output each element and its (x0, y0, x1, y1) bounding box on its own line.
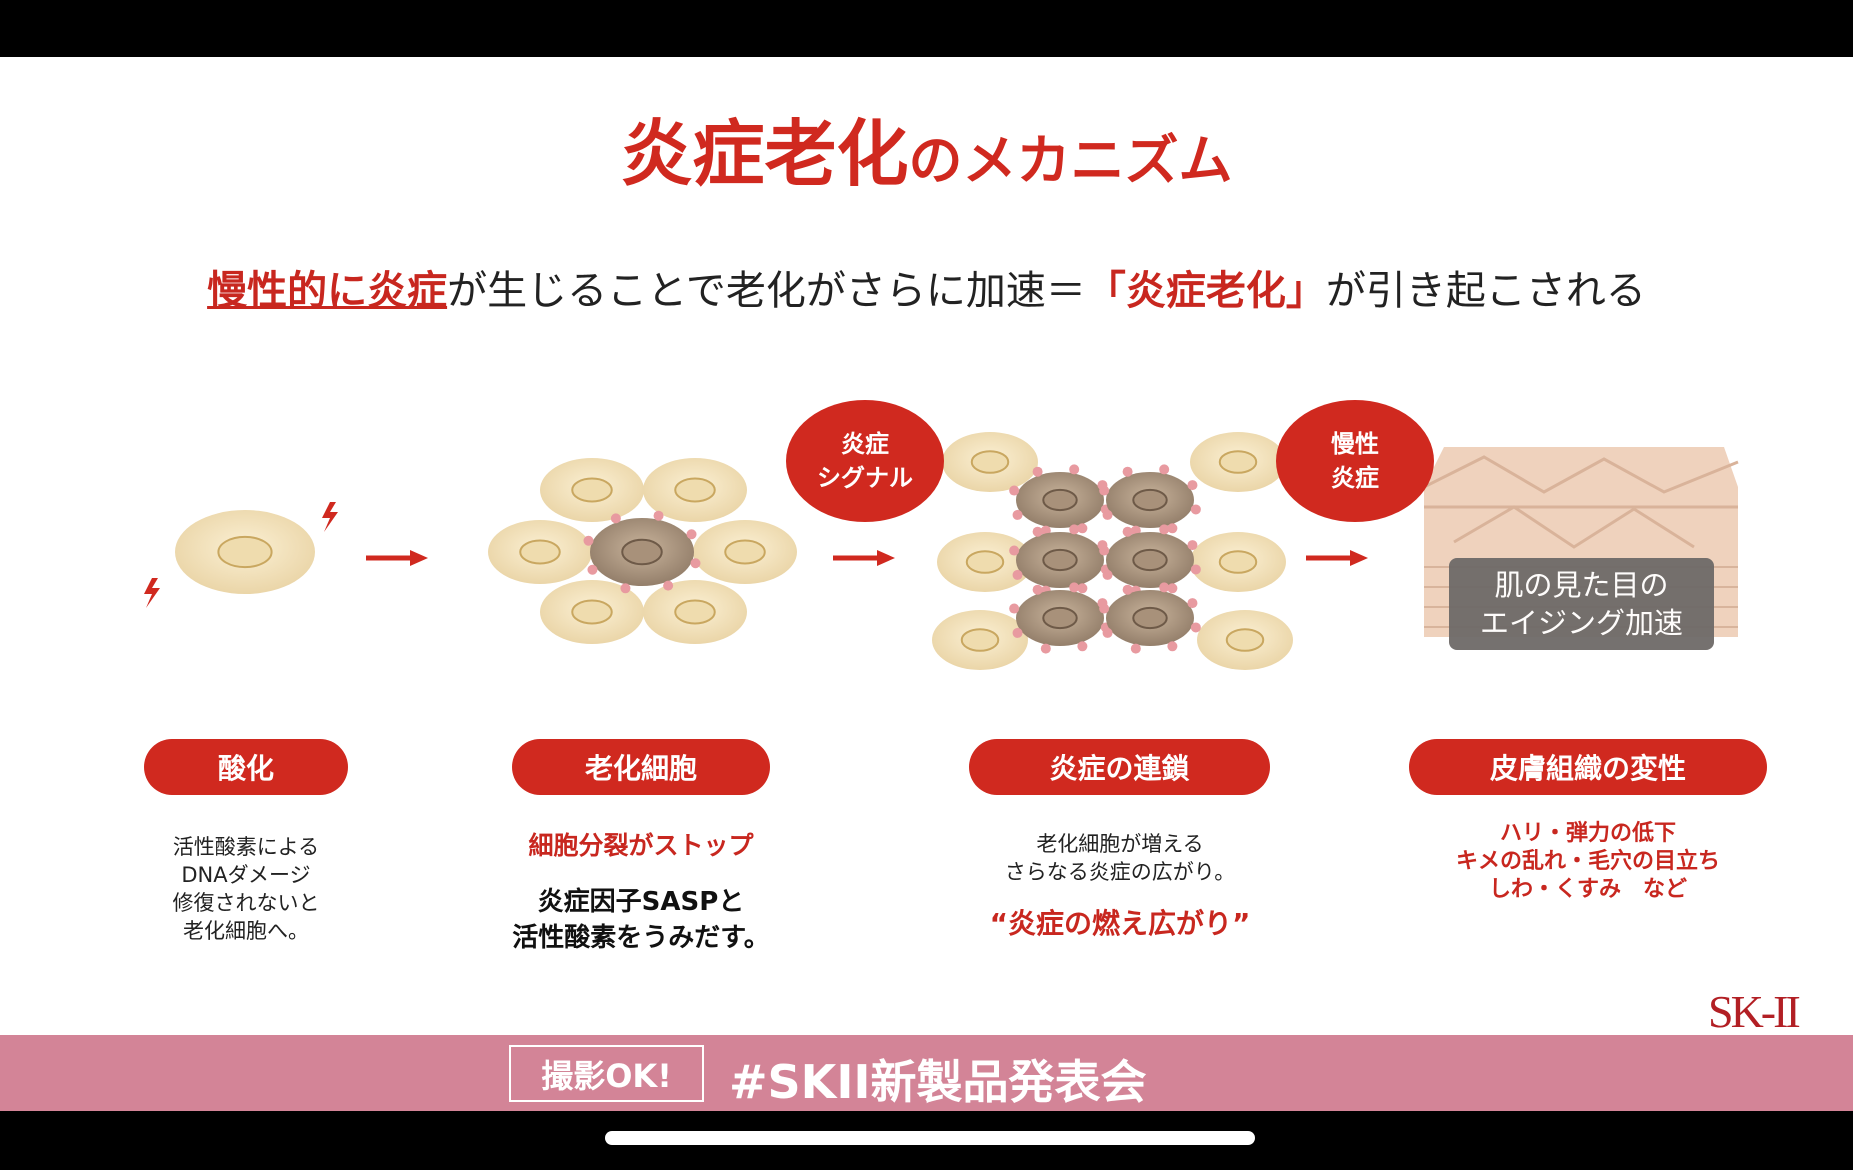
photo-ok-badge: 撮影OK! (509, 1045, 704, 1102)
sasp-particle (1012, 509, 1023, 520)
cell-nucleus (970, 450, 1010, 474)
sasp-particle (1077, 523, 1088, 534)
sasp-particle (1077, 583, 1088, 594)
sasp-particle (1187, 598, 1198, 609)
bottom-banner (0, 1035, 1853, 1111)
subtitle-text: が生じることで老化がさらに加速＝ (447, 268, 1086, 314)
sasp-particle (1040, 643, 1051, 654)
cell-illustrations (144, 432, 1293, 670)
inflammation-signal-bubble: 炎症 シグナル (786, 400, 944, 522)
cell-nucleus (965, 550, 1005, 574)
sasp-particle (1032, 584, 1043, 595)
sasp-particle (1099, 485, 1110, 496)
cell-nucleus (519, 539, 561, 565)
sasp-particle (1012, 569, 1023, 580)
sasp-particle (653, 510, 664, 521)
sasp-particle (587, 564, 598, 575)
cell-nucleus (1042, 548, 1078, 572)
stage-pill-oxidation: 酸化 (144, 739, 348, 795)
sasp-particle (1122, 584, 1133, 595)
sasp-particle (1032, 526, 1043, 537)
sasp-particle (1069, 582, 1080, 593)
stage-desc-oxidation: 活性酸素による DNAダメージ 修復されないと 老化細胞へ。 (172, 835, 320, 943)
title-suffix: のメカニズム (908, 129, 1233, 192)
sasp-particle (1102, 627, 1113, 638)
stage-highlight-senescent: 細胞分裂がストップ (528, 831, 754, 860)
sasp-particle (1009, 603, 1020, 614)
stage-pill-inflammation-chain: 炎症の連鎖 (969, 739, 1270, 795)
chronic-inflammation-bubble: 慢性 炎症 (1276, 400, 1434, 522)
cell-nucleus (1132, 548, 1168, 572)
sasp-particle (1099, 603, 1110, 614)
cell-nucleus (217, 535, 273, 569)
skin-aging-label: 肌の見た目の エイジング加速 (1449, 558, 1714, 650)
cell-nucleus (1225, 628, 1265, 652)
subtitle-text-end: が引き起こされる (1325, 268, 1646, 314)
cell-nucleus (1042, 606, 1078, 630)
event-hashtag: #SKII新製品発表会 (729, 1055, 1147, 1109)
sasp-particle (1187, 540, 1198, 551)
sasp-particle (1190, 504, 1201, 515)
stage-desc-senescent: 炎症因子SASPと 活性酸素をうみだす。 (512, 887, 770, 953)
cell-nucleus (1132, 606, 1168, 630)
sasp-particle (1077, 641, 1088, 652)
cell-nucleus (674, 477, 716, 503)
sasp-particle (1102, 569, 1113, 580)
sasp-particle (1167, 583, 1178, 594)
sasp-particle (690, 558, 701, 569)
sasp-particle (1102, 509, 1113, 520)
sasp-particle (1012, 627, 1023, 638)
sasp-particle (1122, 526, 1133, 537)
sasp-particle (583, 535, 594, 546)
sasp-particle (1159, 582, 1170, 593)
cell-nucleus (1132, 488, 1168, 512)
home-indicator[interactable] (605, 1131, 1255, 1145)
slide-title: 炎症老化のメカニズム (0, 95, 1853, 200)
stage-highlight-chain: “炎症の燃え広がり” (989, 907, 1251, 940)
title-main: 炎症老化 (620, 112, 909, 196)
stage-pill-tissue-degeneration: 皮膚組織の変性 (1409, 739, 1767, 795)
cell-nucleus (960, 628, 1000, 652)
arrow-right-icon (366, 550, 428, 566)
sasp-particle (1167, 641, 1178, 652)
sasp-particle (1069, 464, 1080, 475)
sasp-particle (610, 513, 621, 524)
subtitle-emphasis: 慢性的に炎症 (207, 268, 448, 314)
sasp-particle (1167, 523, 1178, 534)
sasp-particle (1130, 643, 1141, 654)
sasp-particle (1122, 466, 1133, 477)
arrow-right-icon (833, 550, 895, 566)
sasp-particle (1190, 564, 1201, 575)
lightning-icon (144, 502, 338, 608)
sasp-particle (663, 580, 674, 591)
cell-nucleus (1042, 488, 1078, 512)
sasp-particle (1159, 464, 1170, 475)
sasp-particle (1069, 524, 1080, 535)
sasp-particle (1159, 524, 1170, 535)
sasp-particle (1099, 545, 1110, 556)
cell-nucleus (621, 538, 663, 566)
sasp-particle (1190, 622, 1201, 633)
stage-desc-tissue: ハリ・弾力の低下 キメの乱れ・毛穴の目立ち しわ・くすみ など (1455, 821, 1720, 902)
skii-logo: SK-II (1708, 986, 1801, 1037)
stage-desc-chain: 老化細胞が増える さらなる炎症の広がり。 (1004, 832, 1236, 884)
sasp-particle (1009, 545, 1020, 556)
cell-nucleus (674, 599, 716, 625)
slide-subtitle: 慢性的に炎症が生じることで老化がさらに加速＝「炎症老化」が引き起こされる (0, 258, 1853, 316)
sasp-particle (686, 529, 697, 540)
sasp-particle (1009, 485, 1020, 496)
stage-pill-senescent-cell: 老化細胞 (512, 739, 770, 795)
cell-nucleus (724, 539, 766, 565)
cell-nucleus (1218, 450, 1258, 474)
cell-nucleus (571, 599, 613, 625)
cell-nucleus (1218, 550, 1258, 574)
sasp-particle (1032, 466, 1043, 477)
top-black-bar (0, 0, 1853, 57)
cell-nucleus (571, 477, 613, 503)
arrow-right-icon (1306, 550, 1368, 566)
sasp-particle (620, 583, 631, 594)
subtitle-keyword: 「炎症老化」 (1085, 268, 1326, 314)
sasp-particle (1187, 480, 1198, 491)
